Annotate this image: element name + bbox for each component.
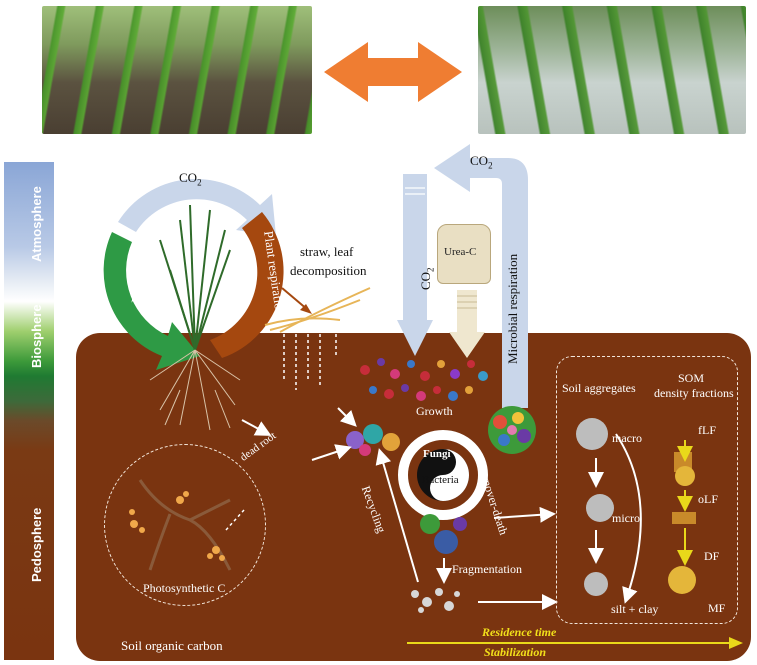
fungi-label: Fungi [423, 448, 451, 460]
pedosphere-label: Pedosphere [29, 507, 44, 582]
macro-label: macro [612, 431, 642, 445]
co2-top-label: CO2 [179, 170, 202, 188]
co2-right-label: CO2 [470, 153, 493, 171]
dead-microbe-icon [420, 514, 467, 554]
exchange-double-arrow-icon [324, 42, 462, 102]
root-carbon-icon [129, 479, 245, 571]
stabilization-label: Stabilization [484, 645, 547, 659]
fungi-bacteria-cycle [398, 430, 488, 520]
rice-plant-icon [149, 204, 241, 431]
biosphere-label: Biosphere [29, 304, 44, 368]
plant-respiration-arc [210, 212, 284, 358]
flf-label: fLF [698, 423, 716, 437]
urea-label: Urea-C [444, 246, 477, 258]
dead-microbe-cluster-icon [488, 406, 536, 454]
growth-label: Growth [416, 404, 453, 418]
straw-label-line1: straw, leaf [300, 244, 354, 259]
fragmentation-label: Fragmentation [452, 562, 522, 576]
atmosphere-label: Atmosphere [29, 186, 44, 262]
upland-field-photo [42, 6, 312, 134]
rhizosphere-circle [104, 444, 266, 606]
aggregate-hierarchy-diagram [576, 418, 696, 604]
silt-clay-label: silt + clay [611, 602, 659, 616]
sphere-sidebar [4, 162, 54, 660]
som-label-line2: density fractions [654, 386, 734, 400]
microbe-community-icon [360, 358, 488, 401]
paddy-field-photo [478, 6, 746, 134]
straw-label-line2: decomposition [290, 263, 367, 278]
olf-label: oLF [698, 492, 719, 506]
aggregates-fractions-box [556, 356, 738, 624]
live-microbe-icon [346, 424, 400, 456]
urea-input-arrow-icon [449, 290, 485, 358]
co2-cycle-arc [118, 178, 276, 236]
straw-input-arrows [283, 334, 337, 390]
soil-flow-arrows [241, 407, 558, 610]
co2-input-arrow-icon [397, 174, 433, 356]
microbial-fragments-icon [411, 588, 460, 613]
microbial-respiration-arrow-icon [434, 144, 528, 408]
micro-label: micro [612, 511, 640, 525]
plant-carbon-cycle [103, 178, 284, 370]
microbial-respiration-label: Microbial respiration [505, 253, 520, 364]
soil-aggregates-label: Soil aggregates [562, 381, 636, 395]
df-label: DF [704, 549, 720, 563]
soil-organic-carbon-label: Soil organic carbon [121, 638, 223, 653]
urea-sack-icon [437, 224, 491, 284]
straw-leaf-icon [264, 287, 371, 333]
mf-label: MF [708, 601, 726, 615]
som-label-line1: SOM [678, 371, 705, 385]
bacteria-label: Bacteria [422, 474, 459, 486]
residence-time-label: Residence time [482, 625, 557, 639]
photosynthesis-arc [103, 232, 200, 370]
photosynthetic-c-label: Photosynthetic C [143, 581, 226, 595]
stabilization-arrow-icon [407, 637, 743, 649]
